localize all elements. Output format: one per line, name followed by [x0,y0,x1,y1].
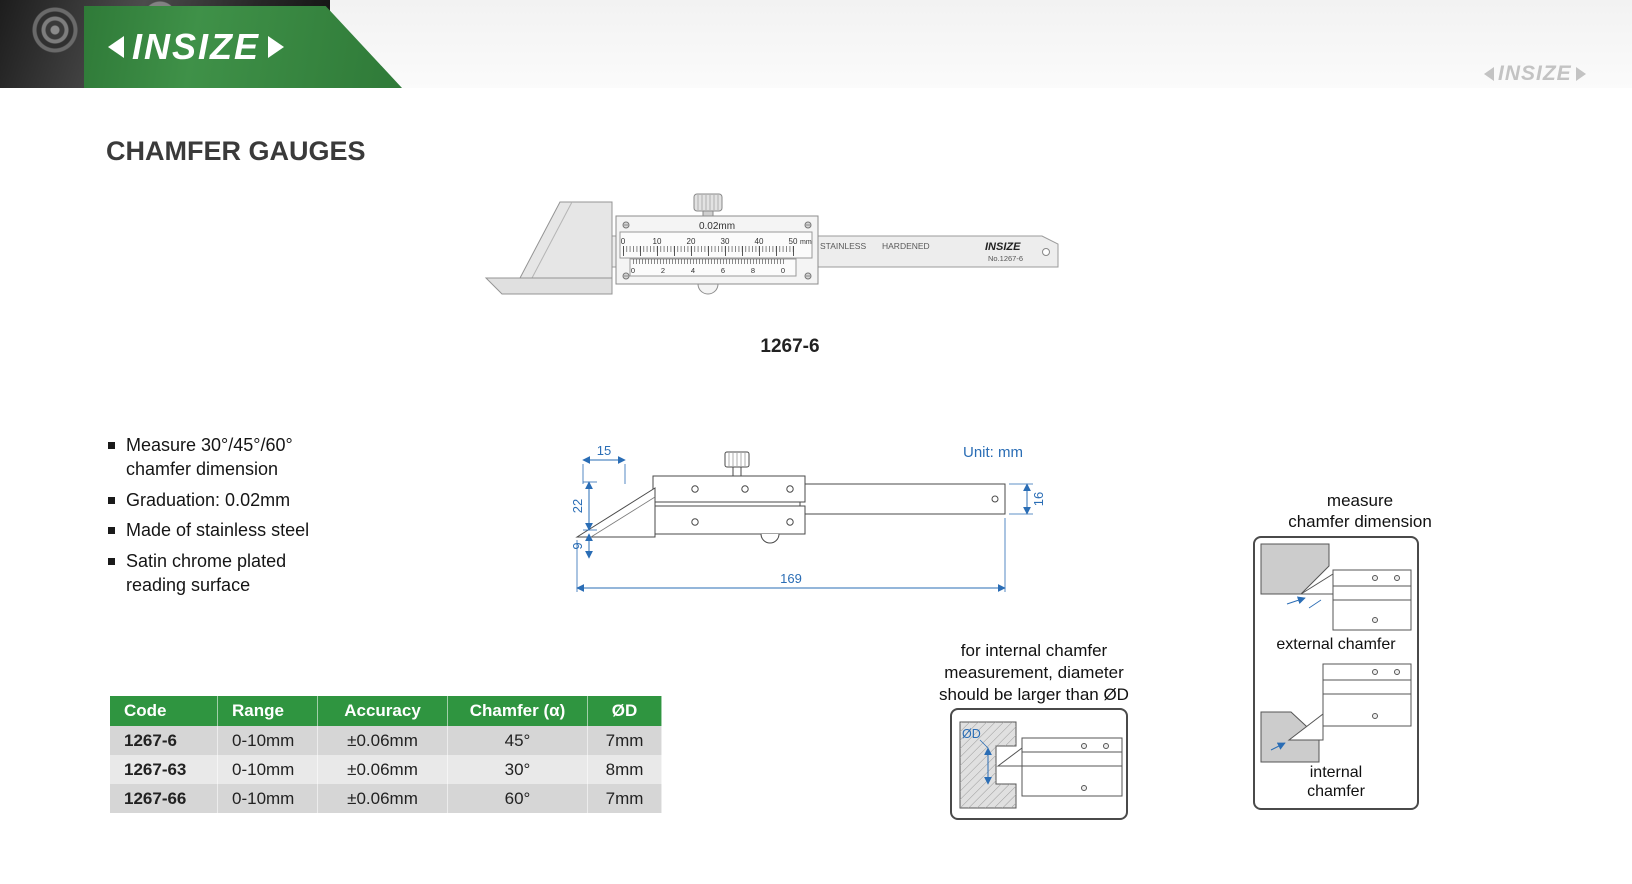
technical-drawing: 15 22 9 169 16 [570,443,1045,592]
arrow-left-icon [108,36,124,58]
table-cell: ±0.06mm [318,755,448,784]
scale-number: 0 [621,237,626,246]
vernier-number: 0 [631,266,635,275]
external-chamfer-label: external chamfer [1276,636,1396,653]
beam-brand-logo: INSIZE [985,241,1021,253]
dim-top: 15 [597,443,611,458]
feature-item: Satin chrome plated reading surface [108,550,368,598]
page-title: CHAMFER GAUGES [106,136,366,166]
spec-table: Code Range Accuracy Chamfer (α) ØD 1267-… [110,696,662,813]
marking-stainless: STAINLESS [820,241,866,251]
dim-bottom: 169 [780,571,802,586]
dim-right: 16 [1031,492,1045,506]
measure-chamfer-caption: measure chamfer dimension [1285,490,1435,533]
table-header-accuracy: Accuracy [318,696,448,726]
feature-item: Graduation: 0.02mm [108,489,368,513]
feature-item: Made of stainless steel [108,519,368,543]
table-cell: 30° [448,755,588,784]
brand-watermark-text: INSIZE [1498,62,1572,85]
table-cell: 7mm [588,726,662,755]
feature-item: Measure 30°/45°/60° chamfer dimension [108,434,368,482]
table-cell: 60° [448,784,588,813]
chamfer-diagrams-box: external chamfer internal chamfer [1253,536,1419,810]
arrow-left-icon [1484,67,1494,81]
scale-number: 10 [653,237,662,246]
brand-logo-text: INSIZE [132,26,261,67]
scale-number: 40 [755,237,764,246]
table-cell: 1267-66 [110,784,218,813]
feature-text: Satin chrome plated reading surface [126,551,287,595]
scale-number: 20 [687,237,696,246]
marking-hardened: HARDENED [882,241,930,251]
product-image: STAINLESS HARDENED INSIZE No.1267-6 0.02… [484,193,1059,295]
table-cell: 45° [448,726,588,755]
table-cell: ±0.06mm [318,784,448,813]
vernier-number: 2 [661,266,665,275]
bore-diameter-label: ØD [962,727,981,741]
table-cell: 8mm [588,755,662,784]
scale-number: 50 [789,237,798,246]
dim-left: 22 [570,499,585,513]
internal-chamfer-diagram [1260,663,1412,763]
dim-tip: 9 [570,542,585,549]
table-cell: 1267-63 [110,755,218,784]
table-cell: ±0.06mm [318,726,448,755]
feature-text: Graduation: 0.02mm [126,489,291,510]
bullet-icon [108,558,115,565]
table-cell: 1267-6 [110,726,218,755]
scale-number: 30 [721,237,730,246]
vernier-number: 6 [721,266,725,275]
vernier-number: 8 [751,266,755,275]
brand-logo: INSIZE [108,26,285,68]
thumb-screw [693,193,723,212]
brand-watermark: INSIZE [1484,62,1586,86]
features-list: Measure 30°/45°/60° chamfer dimension Gr… [108,434,368,605]
product-model-label: 1267-6 [760,336,820,357]
table-cell: 0-10mm [218,755,318,784]
caption-line: chamfer dimension [1288,512,1432,532]
bullet-icon [108,496,115,504]
feature-text: Made of stainless steel [126,520,310,541]
table-header-chamfer: Chamfer (α) [448,696,588,726]
arrow-right-icon [1575,67,1586,81]
unit-label: Unit: mm [963,444,1023,461]
table-cell: 0-10mm [218,784,318,813]
internal-measure-diagram: ØD [959,721,1123,809]
table-cell: 0-10mm [218,726,318,755]
internal-chamfer-label: internal chamfer [1307,764,1365,800]
graduation-marking: 0.02mm [699,221,735,232]
vernier-number: 0 [781,266,785,275]
table-header-range: Range [218,696,318,726]
internal-measure-box: ØD [950,708,1128,820]
external-chamfer-diagram [1260,543,1412,631]
brand-banner: INSIZE [84,6,402,88]
vernier-number: 4 [691,266,695,275]
arrow-right-icon [268,36,285,58]
table-header-od: ØD [588,696,662,726]
bullet-icon [108,527,115,535]
beam-model-no: No.1267-6 [988,254,1023,263]
feature-text: Measure 30°/45°/60° chamfer dimension [126,435,293,479]
table-header-code: Code [110,696,218,726]
bullet-icon [108,442,115,449]
caption-line: measure [1326,491,1394,510]
scale-unit: mm [800,239,812,246]
internal-measure-note: for internal chamfer measurement, diamet… [939,641,1129,705]
table-cell: 7mm [588,784,662,813]
